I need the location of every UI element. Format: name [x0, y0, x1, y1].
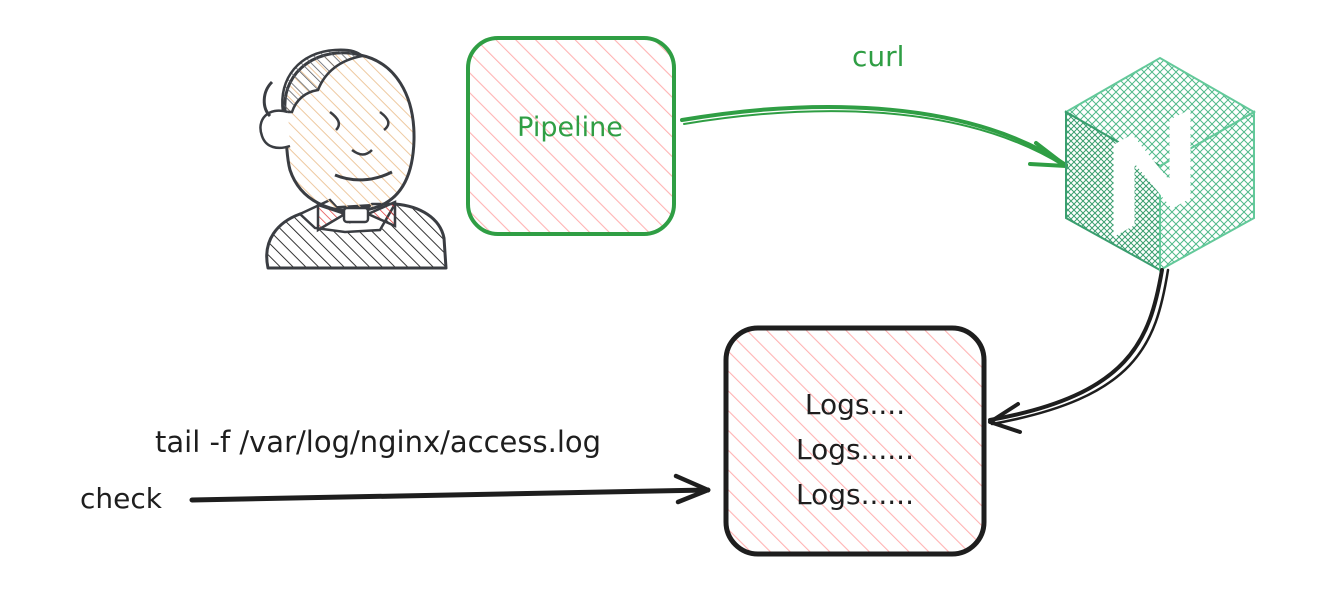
curl-arrow — [680, 104, 1068, 168]
tail-command-label: tail -f /var/log/nginx/access.log — [155, 425, 602, 459]
logs-box — [723, 325, 987, 557]
nginx-to-logs-arrow — [988, 268, 1170, 434]
logs-lines: Logs.... Logs...... Logs...... — [740, 382, 970, 517]
nginx-hexagon-icon — [1063, 56, 1257, 272]
log-line: Logs.... — [804, 388, 906, 421]
pipeline-box — [466, 36, 676, 236]
pipeline-label: Pipeline — [517, 112, 623, 143]
curl-label: curl — [852, 40, 905, 73]
check-arrow — [189, 473, 711, 505]
jenkins-butler-icon — [259, 48, 448, 270]
log-line: Logs...... — [795, 433, 914, 466]
check-label: check — [80, 482, 162, 515]
log-line: Logs...... — [795, 478, 914, 511]
